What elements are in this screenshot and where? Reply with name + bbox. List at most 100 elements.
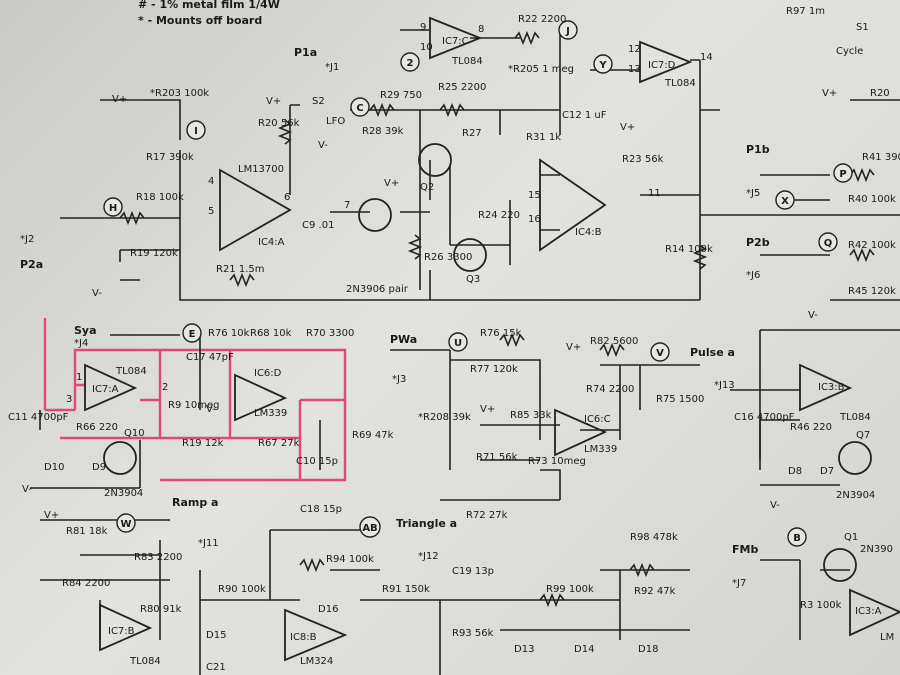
jack-p2a: P2a (20, 258, 43, 271)
ic3a-label: IC3:A (855, 606, 882, 617)
jack-labels: P1a *J1 *J2 P2a Sya *J4 PWa *J3 Pulse a … (20, 46, 770, 589)
resistor-r90: R90 100k (218, 584, 266, 595)
jack-pwa: PWa (390, 333, 417, 346)
jack-pulse-a: Pulse a (690, 346, 735, 359)
svg-text:X: X (781, 196, 789, 207)
svg-text:P: P (839, 169, 846, 180)
svg-text:13: 13 (628, 64, 641, 75)
node-label-H: H (103, 197, 123, 217)
wiring-middle-left (30, 334, 321, 489)
ic3b-label: IC3:B (818, 382, 845, 393)
resistor-r26: R26 3300 (424, 252, 472, 263)
jack-j12: *J12 (418, 551, 439, 562)
node-label-V: V (650, 342, 670, 362)
jack-j11: *J11 (198, 538, 219, 549)
diode-d16: D16 (318, 604, 338, 615)
svg-text:B: B (793, 533, 801, 544)
ic4a-label: IC4:A (258, 237, 285, 248)
node-label-W: W (116, 513, 136, 533)
opamp-labels: IC7:C TL084 IC7:D TL084 LM13700 IC4:A IC… (92, 36, 894, 667)
diode-d13: D13 (514, 644, 534, 655)
capacitor-c18: C18 15p (300, 504, 342, 515)
resistor-r81: R81 18k (66, 526, 108, 537)
svg-text:U: U (454, 338, 462, 349)
resistor-r23: R23 56k (622, 154, 664, 165)
switch-s2: S2 (312, 96, 325, 107)
resistor-r22: R22 2200 (518, 14, 566, 25)
pin-numbers: 9 8 10 12 14 13 4 5 6 7 1 2 3 15 16 11 (66, 22, 713, 405)
resistor-r9: R9 10meg (168, 400, 219, 411)
jack-ramp-a: Ramp a (172, 496, 218, 509)
capacitor-c12: C12 1 uF (562, 110, 607, 121)
resistor-r25: R25 2200 (438, 82, 486, 93)
resistor-r28: R28 39k (362, 126, 404, 137)
jack-fmb: FMb (732, 543, 758, 556)
power-vplus-6: V+ (44, 510, 59, 521)
power-vplus-8: V+ (822, 88, 837, 99)
power-vplus-4: V+ (566, 342, 581, 353)
jack-p2b: P2b (746, 236, 770, 249)
ic7d-label: IC7:D (648, 60, 676, 71)
ic7c-label: IC7:C (442, 36, 469, 47)
resistor-r93: R93 56k (452, 628, 494, 639)
svg-text:12: 12 (628, 44, 641, 55)
svg-text:4: 4 (208, 176, 214, 187)
svg-text:H: H (109, 203, 117, 214)
resistor-r80: R80 91k (140, 604, 182, 615)
transistor-q3: Q3 (466, 274, 480, 285)
resistor-r208: *R208 39k (418, 412, 471, 423)
diode-labels: D10 D9 D16 D15 D13 D14 D18 D8 D7 (44, 462, 834, 655)
svg-text:6: 6 (284, 192, 290, 203)
svg-text:16: 16 (528, 214, 541, 225)
svg-text:Q: Q (824, 238, 833, 249)
power-vplus-1: V+ (112, 94, 127, 105)
ic6d-label: IC6:D (254, 368, 282, 379)
resistor-r18: R18 100k (136, 192, 184, 203)
capacitor-c17: C17 47pF (186, 352, 234, 363)
resistor-r75: R75 1500 (656, 394, 704, 405)
resistor-r97: R97 1m (786, 6, 825, 17)
resistor-r14: R14 100k (665, 244, 713, 255)
capacitor-c21: C21 (206, 662, 226, 673)
transistor-q10-part: 2N3904 (104, 488, 143, 499)
node-label-AB: AB (359, 516, 381, 538)
resistor-r76-pw: R76 15k (480, 328, 522, 339)
resistor-r83: R83 2200 (134, 552, 182, 563)
diode-d8: D8 (788, 466, 802, 477)
svg-text:7: 7 (344, 200, 350, 211)
node-label-P: P (833, 163, 853, 183)
svg-text:10: 10 (420, 42, 433, 53)
power-vminus-4: V- (22, 484, 32, 495)
resistor-r94: R94 100k (326, 554, 374, 565)
resistor-r40: R40 100k (848, 194, 896, 205)
ic4b-label: IC4:B (575, 227, 602, 238)
node-label-Q: Q (818, 232, 838, 252)
wiring-middle-center (390, 349, 700, 501)
ic7b-part: TL084 (129, 656, 161, 667)
ic6d-part: LM339 (254, 408, 287, 419)
switch-lfo: LFO (326, 116, 345, 127)
ic3b-part: TL084 (839, 412, 871, 423)
highlighted-oscillator-trace (43, 318, 347, 482)
jack-sya: Sya (74, 324, 97, 337)
ic7d-part: TL084 (664, 78, 696, 89)
svg-text:2: 2 (162, 382, 168, 393)
jack-j1: *J1 (325, 62, 339, 73)
svg-text:E: E (189, 329, 196, 340)
svg-text:1: 1 (76, 372, 82, 383)
svg-text:C: C (356, 103, 363, 114)
svg-text:AB: AB (362, 523, 377, 534)
capacitor-c16: C16 4700pF (734, 412, 795, 423)
resistor-r72: R72 27k (466, 510, 508, 521)
resistor-r46: R46 220 (790, 422, 832, 433)
resistor-r19-osc: R19 12k (182, 438, 224, 449)
jack-j2: *J2 (20, 234, 34, 245)
diode-d7: D7 (820, 466, 834, 477)
resistor-r41: R41 390k (862, 152, 900, 163)
svg-text:5: 5 (208, 206, 214, 217)
note-metal-film: # - 1% metal film 1/4W (138, 0, 280, 11)
node-label-2: 2 (400, 52, 420, 72)
resistor-r68: R68 10k (250, 328, 292, 339)
wiring-bottom (40, 519, 850, 675)
